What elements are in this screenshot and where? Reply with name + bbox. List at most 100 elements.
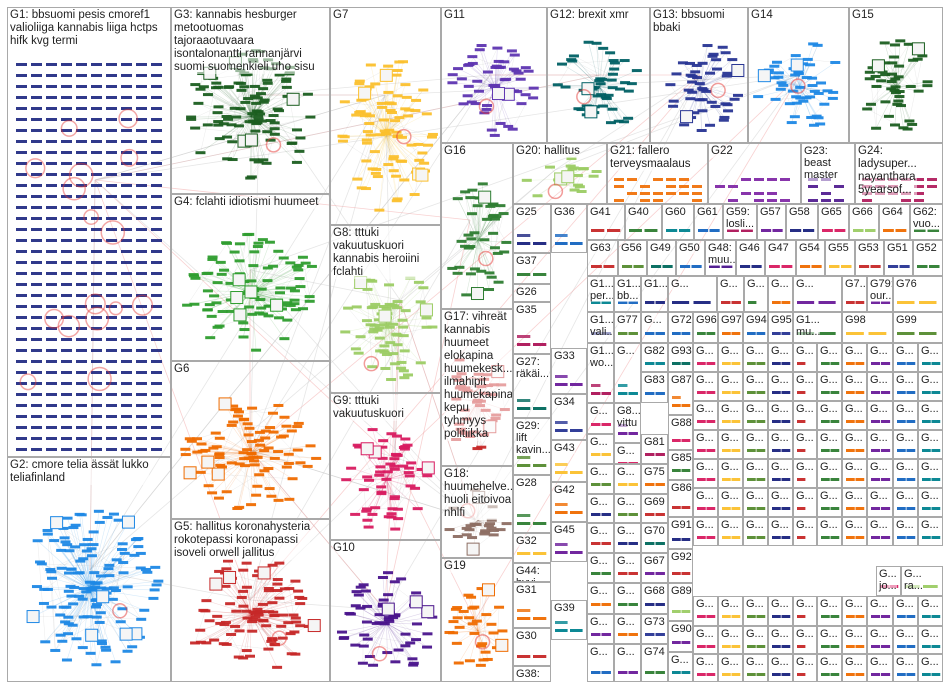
node <box>214 137 225 141</box>
node <box>821 192 831 195</box>
group-box-unlabeled: G... <box>614 644 641 682</box>
node <box>265 119 276 123</box>
node <box>463 63 474 67</box>
node <box>239 464 250 468</box>
group-box-g25: G25 <box>513 204 551 253</box>
group-box-g59: G59: losli... <box>723 204 757 240</box>
node <box>790 73 801 77</box>
node <box>681 439 691 442</box>
node <box>495 528 506 532</box>
node <box>711 58 722 62</box>
node <box>258 158 269 162</box>
node <box>740 265 751 268</box>
node <box>35 560 46 564</box>
node <box>136 393 147 396</box>
edge <box>386 479 399 510</box>
edge <box>205 610 252 615</box>
node <box>754 199 764 202</box>
node <box>151 283 162 286</box>
group-label: G... <box>921 432 939 444</box>
node <box>214 453 225 457</box>
edge <box>386 469 422 480</box>
node <box>250 129 261 133</box>
node <box>136 305 147 308</box>
edge <box>799 64 811 88</box>
node <box>671 72 682 76</box>
node <box>91 217 102 220</box>
group-label: G7... <box>845 278 867 290</box>
group-nodes <box>821 615 840 618</box>
edge <box>473 607 479 631</box>
node <box>383 593 394 597</box>
node <box>189 302 200 306</box>
node <box>383 64 394 68</box>
edge <box>228 87 252 117</box>
group-nodes <box>897 536 916 539</box>
node <box>767 192 777 195</box>
group-nodes <box>591 384 611 395</box>
node <box>789 115 800 119</box>
node <box>61 261 72 264</box>
node <box>914 229 926 232</box>
edge <box>237 453 252 509</box>
node <box>756 507 766 510</box>
node <box>76 85 87 88</box>
edge <box>342 140 397 177</box>
node <box>76 415 87 418</box>
node <box>914 199 924 202</box>
node <box>191 437 202 441</box>
group-box-unlabeled: G... <box>641 312 668 343</box>
node <box>231 115 242 119</box>
group-nodes <box>645 392 665 395</box>
node <box>772 301 781 304</box>
node <box>76 316 87 319</box>
group-label: G... <box>696 628 714 640</box>
group-nodes <box>888 265 910 268</box>
group-nodes <box>591 453 611 456</box>
edge <box>346 454 397 480</box>
node <box>226 461 237 465</box>
edge <box>186 273 209 306</box>
edge <box>477 240 499 283</box>
node <box>244 654 255 658</box>
node <box>91 140 102 143</box>
node <box>266 494 277 498</box>
node <box>618 513 628 516</box>
node <box>444 630 455 634</box>
node <box>249 94 260 98</box>
group-box-unlabeled: G... <box>842 596 867 626</box>
avatar-node <box>307 619 321 633</box>
node <box>619 59 630 63</box>
group-nodes <box>846 420 865 423</box>
edge <box>775 86 800 100</box>
node <box>291 160 302 164</box>
node <box>846 362 855 365</box>
edge <box>89 588 91 654</box>
group-label: G29: lift kavin... <box>516 420 551 456</box>
edge <box>896 81 928 88</box>
node <box>741 178 751 181</box>
node <box>574 185 585 189</box>
node <box>363 525 374 529</box>
node <box>255 298 266 302</box>
edge <box>391 467 429 514</box>
node <box>16 118 27 121</box>
group-nodes <box>761 229 783 232</box>
node <box>722 362 731 365</box>
group-box-unlabeled: G... <box>793 430 817 459</box>
node <box>499 250 510 254</box>
group-nodes <box>747 391 766 394</box>
node <box>931 507 941 510</box>
edge <box>203 86 252 117</box>
group-box-unlabeled: G... <box>867 654 893 682</box>
node <box>931 536 941 539</box>
edge <box>109 539 137 576</box>
node <box>692 192 702 195</box>
edge <box>599 86 619 122</box>
node <box>387 111 398 115</box>
node <box>251 109 262 113</box>
node <box>905 85 916 89</box>
group-label: G49 <box>650 242 671 254</box>
node <box>476 44 487 48</box>
edge <box>477 218 496 241</box>
